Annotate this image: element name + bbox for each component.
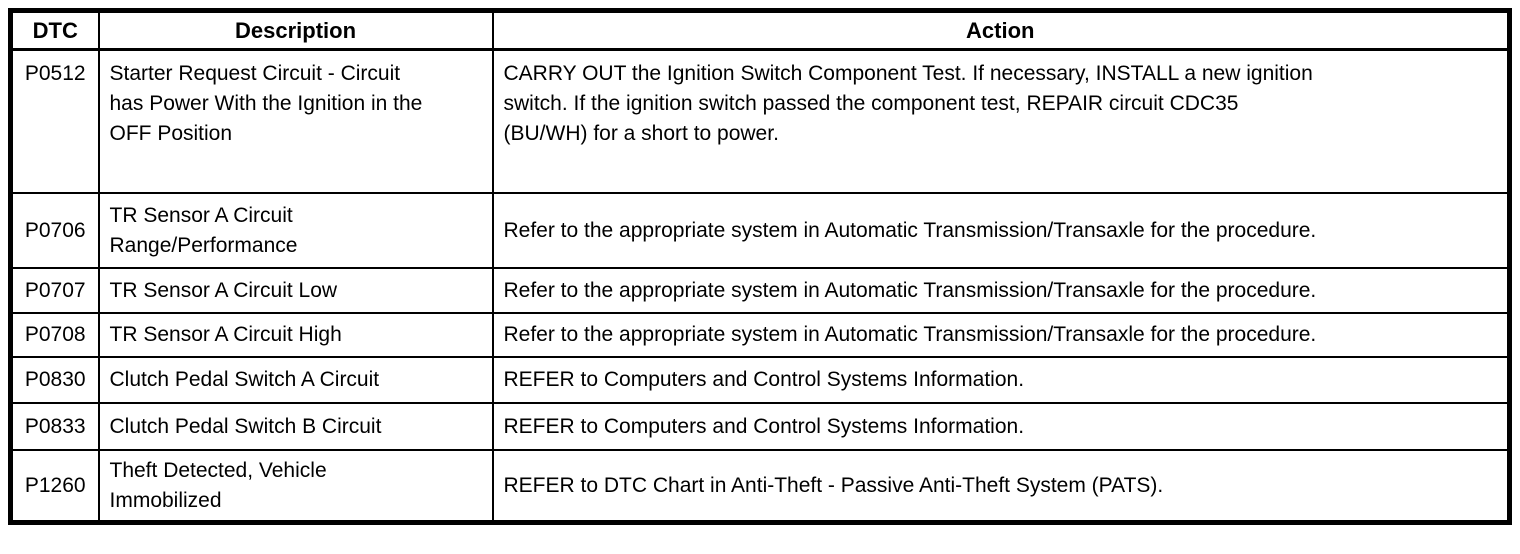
- description-cell: TR Sensor A Circuit Low: [97, 266, 494, 314]
- action-cell: Refer to the appropriate system in Autom…: [491, 311, 1511, 358]
- column-header-description: Description: [97, 9, 494, 51]
- dtc-code-cell: P1260: [9, 448, 100, 524]
- table-row: P1260 Theft Detected, Vehicle Immobilize…: [9, 448, 1511, 524]
- description-cell: TR Sensor A Circuit High: [97, 311, 494, 358]
- description-cell: Clutch Pedal Switch A Circuit: [97, 355, 494, 404]
- column-header-dtc: DTC: [9, 9, 100, 51]
- description-cell: Clutch Pedal Switch B Circuit: [97, 401, 494, 451]
- table-row: P0833 Clutch Pedal Switch B Circuit REFE…: [9, 401, 1511, 451]
- dtc-code-cell: P0830: [9, 355, 100, 404]
- description-cell: Theft Detected, Vehicle Immobilized: [97, 448, 494, 524]
- dtc-chart-table: DTC Description Action P0512 Starter Req…: [8, 8, 1512, 525]
- dtc-code-cell: P0708: [9, 311, 100, 358]
- table-row: P0707 TR Sensor A Circuit Low Refer to t…: [9, 266, 1511, 314]
- dtc-code-cell: P0706: [9, 191, 100, 269]
- table-header-row: DTC Description Action: [9, 9, 1511, 51]
- dtc-code-cell: P0833: [9, 401, 100, 451]
- action-cell: REFER to Computers and Control Systems I…: [491, 401, 1511, 451]
- table-row: P0512 Starter Request Circuit - Circuit …: [9, 48, 1511, 194]
- action-cell: CARRY OUT the Ignition Switch Component …: [491, 48, 1511, 194]
- dtc-code-cell: P0512: [9, 48, 100, 194]
- dtc-code-cell: P0707: [9, 266, 100, 314]
- column-header-action: Action: [491, 9, 1511, 51]
- action-cell: Refer to the appropriate system in Autom…: [491, 266, 1511, 314]
- action-cell: REFER to Computers and Control Systems I…: [491, 355, 1511, 404]
- table-row: P0708 TR Sensor A Circuit High Refer to …: [9, 311, 1511, 358]
- table-row: P0830 Clutch Pedal Switch A Circuit REFE…: [9, 355, 1511, 404]
- description-cell: Starter Request Circuit - Circuit has Po…: [97, 48, 494, 194]
- description-cell: TR Sensor A Circuit Range/Performance: [97, 191, 494, 269]
- table-row: P0706 TR Sensor A Circuit Range/Performa…: [9, 191, 1511, 269]
- action-cell: REFER to DTC Chart in Anti-Theft - Passi…: [491, 448, 1511, 524]
- action-cell: Refer to the appropriate system in Autom…: [491, 191, 1511, 269]
